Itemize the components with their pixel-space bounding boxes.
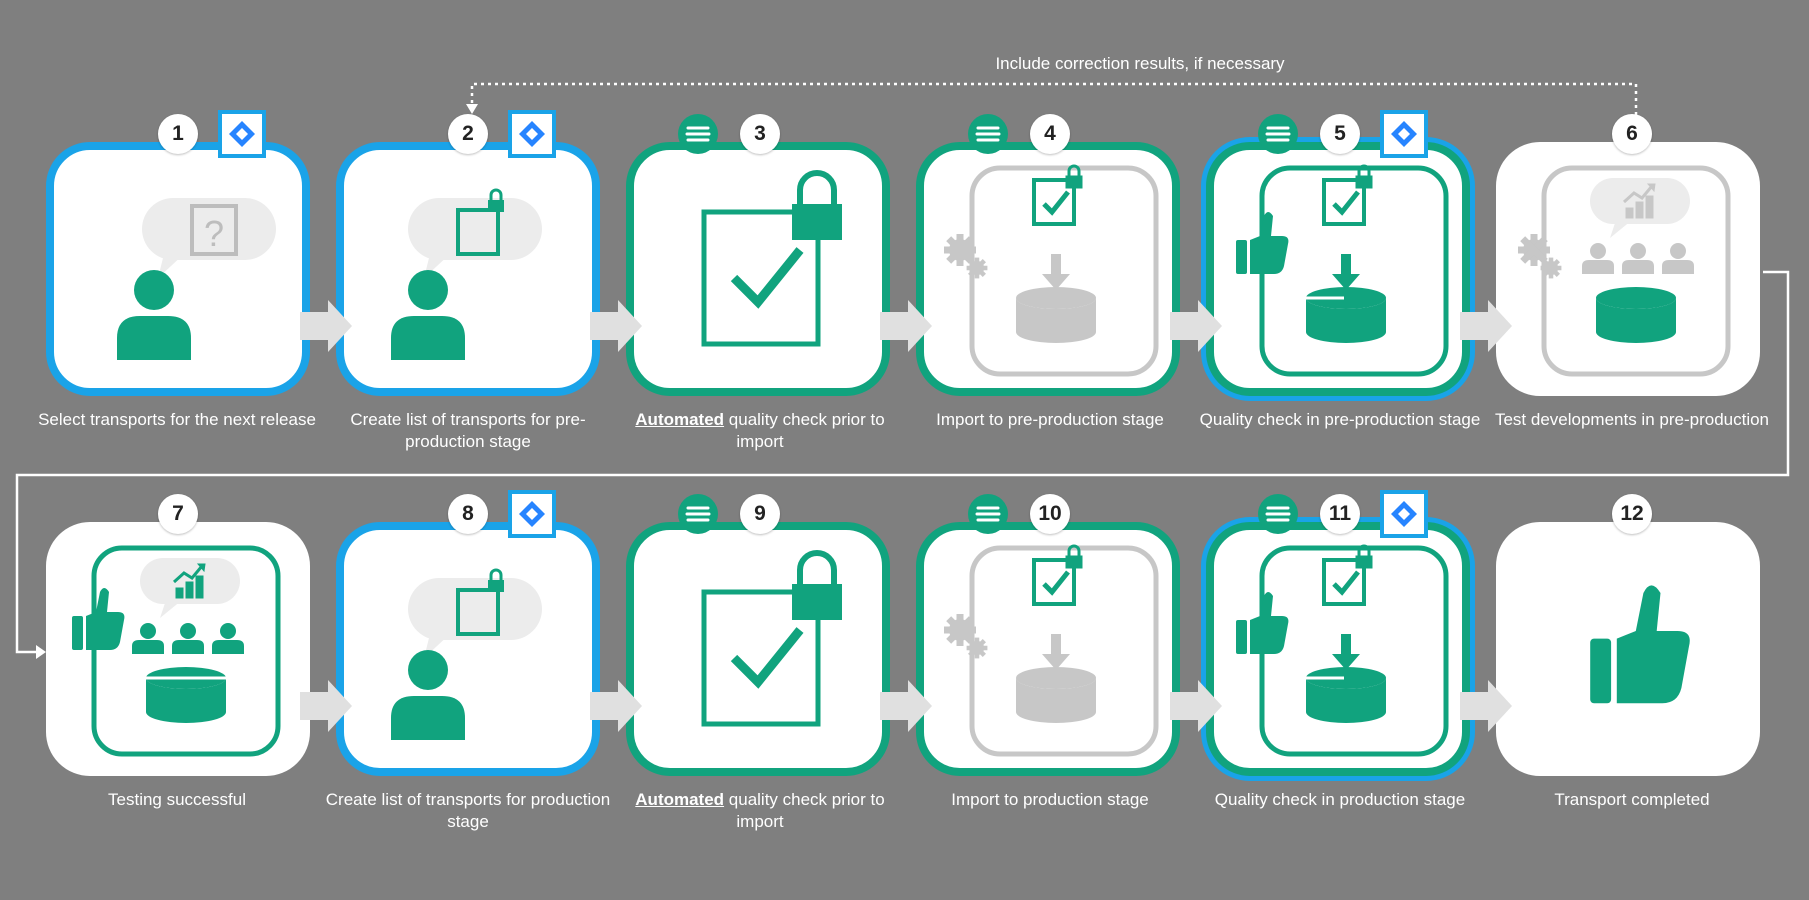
step-8-card: [336, 522, 600, 776]
step-11-card: [1206, 522, 1470, 776]
caption-rest: quality check prior to import: [724, 410, 885, 451]
step-2-card: [336, 142, 600, 396]
jira-icon: [218, 110, 266, 158]
step-number: 11: [1320, 494, 1360, 534]
jira-icon: [1380, 490, 1428, 538]
flow-arrow: [1170, 300, 1222, 352]
step-number: 7: [158, 494, 198, 534]
step-number: 2: [448, 114, 488, 154]
step-1-card: ?: [46, 142, 310, 396]
flow-arrow: [1170, 680, 1222, 732]
list-icon: [968, 494, 1008, 534]
step-number: 5: [1320, 114, 1360, 154]
list-icon: [678, 114, 718, 154]
step-4-card: [916, 142, 1180, 396]
flow-arrow: [300, 300, 352, 352]
step-number: 1: [158, 114, 198, 154]
step-caption: Test developments in pre-production: [1494, 410, 1770, 429]
step-caption: Quality check in pre-production stage: [1199, 410, 1481, 429]
step-number: 10: [1030, 494, 1070, 534]
caption-bold: Automated: [635, 410, 725, 429]
step-6-card: [1496, 142, 1760, 396]
list-icon: [1258, 494, 1298, 534]
flow-arrow: [880, 680, 932, 732]
flow-arrow: [590, 680, 642, 732]
step-caption: Import to production stage: [951, 790, 1149, 809]
step-12-card: [1496, 522, 1760, 776]
step-caption: Testing successful: [108, 790, 246, 809]
step-caption: Import to pre-production stage: [936, 410, 1164, 429]
caption-rest: quality check prior to import: [724, 790, 885, 831]
step-caption: Quality check in production stage: [1214, 790, 1466, 809]
step-number: 3: [740, 114, 780, 154]
step-number: 8: [448, 494, 488, 534]
step-caption: Automated quality check prior to import: [615, 789, 905, 833]
jira-icon: [1380, 110, 1428, 158]
list-icon: [968, 114, 1008, 154]
svg-text:?: ?: [204, 213, 224, 254]
step-caption: Automated quality check prior to import: [615, 409, 905, 453]
step-7-card: [46, 522, 310, 776]
list-icon: [678, 494, 718, 534]
jira-icon: [508, 490, 556, 538]
flow-arrow: [1460, 300, 1512, 352]
step-number: 12: [1612, 494, 1652, 534]
step-caption: Transport completed: [1554, 790, 1710, 809]
flow-arrow: [590, 300, 642, 352]
step-10-card: [916, 522, 1180, 776]
step-caption: Create list of transports for pre-produc…: [350, 410, 586, 451]
step-caption: Select transports for the next release: [38, 410, 316, 429]
step-number: 9: [740, 494, 780, 534]
correction-note: Include correction results, if necessary: [995, 54, 1285, 73]
step-caption: Create list of transports for production…: [325, 790, 611, 831]
step-9-card: [626, 522, 890, 776]
flow-arrow: [300, 680, 352, 732]
flow-arrow: [880, 300, 932, 352]
step-number: 4: [1030, 114, 1070, 154]
step-number: 6: [1612, 114, 1652, 154]
caption-bold: Automated: [635, 790, 725, 809]
step-3-card: [626, 142, 890, 396]
flow-arrow: [1460, 680, 1512, 732]
step-5-card: [1206, 142, 1470, 396]
list-icon: [1258, 114, 1298, 154]
jira-icon: [508, 110, 556, 158]
